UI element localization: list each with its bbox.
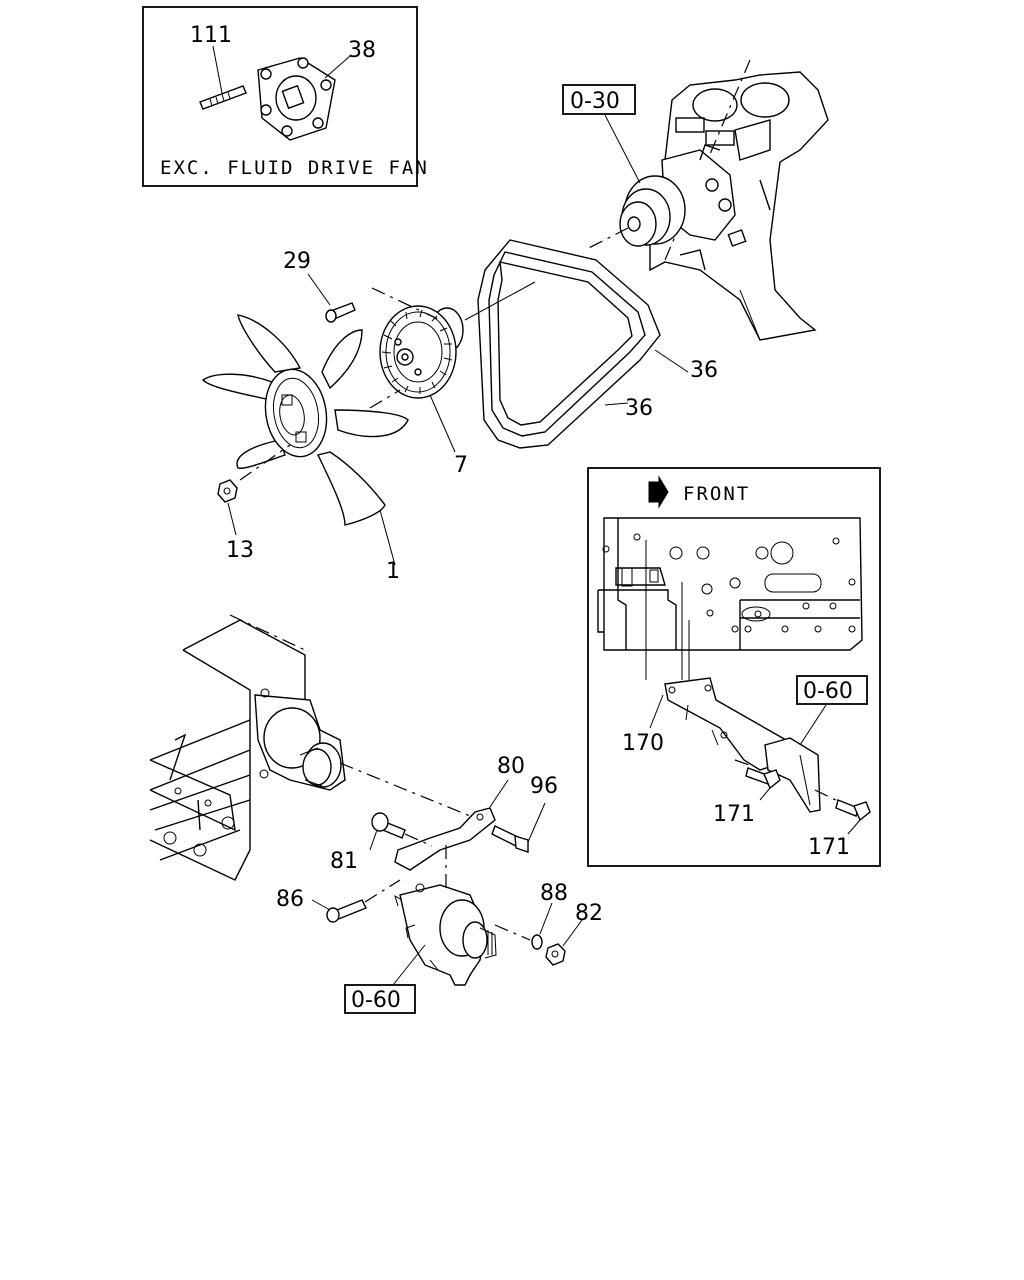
washer-88-icon xyxy=(531,934,543,950)
callout-1: 1 xyxy=(386,559,400,584)
ref-label-0-60: 0-60 xyxy=(351,988,401,1013)
nut-13-icon xyxy=(217,479,238,503)
bolt-171-a-icon xyxy=(745,767,781,790)
inset-front-detail: FRONT xyxy=(587,467,881,867)
ref-box-0-30: 0-30 xyxy=(562,84,641,184)
ref-box-0-60: 0-60 xyxy=(344,944,426,1014)
front-arrow-icon xyxy=(648,475,669,509)
callout-29: 29 xyxy=(283,249,311,274)
pump-pulley-top xyxy=(619,144,747,247)
callout-171-a: 171 xyxy=(713,802,755,827)
bolt-171-b-icon xyxy=(835,799,871,822)
callout-96: 96 xyxy=(530,774,558,799)
callout-13: 13 xyxy=(226,538,254,563)
callout-36-outer: 36 xyxy=(690,358,718,383)
water-pump-icon xyxy=(254,688,346,791)
inset-exc-fluid-drive-fan: 111 38 EXC. FLUID DRIVE FAN xyxy=(142,6,429,187)
fan-clutch-icon xyxy=(379,305,464,399)
callout-111: 111 xyxy=(190,23,232,48)
nut-82-icon xyxy=(545,943,566,966)
callout-36-inner: 36 xyxy=(625,396,653,421)
bolt-96-icon xyxy=(491,825,529,853)
adjust-bracket-80-icon xyxy=(394,807,496,871)
callout-171-b: 171 xyxy=(808,835,850,860)
callout-80: 80 xyxy=(497,754,525,779)
callout-38: 38 xyxy=(348,38,376,63)
callout-82: 82 xyxy=(575,901,603,926)
cooling-fan-icon xyxy=(201,314,409,526)
alternator-icon xyxy=(394,883,497,986)
callout-88: 88 xyxy=(540,881,568,906)
callout-170: 170 xyxy=(622,731,664,756)
inset-caption: EXC. FLUID DRIVE FAN xyxy=(160,157,429,179)
front-label: FRONT xyxy=(683,483,750,505)
ref-label-0-30: 0-30 xyxy=(570,89,620,114)
bolt-86-icon xyxy=(326,899,367,923)
callout-7: 7 xyxy=(454,453,468,478)
callout-81: 81 xyxy=(330,849,358,874)
engine-block-lower xyxy=(149,614,306,881)
ref-label-0-60-inset: 0-60 xyxy=(803,679,853,704)
bolt-81-icon xyxy=(371,812,406,839)
callout-86: 86 xyxy=(276,887,304,912)
stud-icon xyxy=(199,85,247,110)
bolt-29-icon xyxy=(325,302,356,323)
drive-belts xyxy=(464,239,689,449)
fan-hub-adapter-icon xyxy=(257,57,336,141)
